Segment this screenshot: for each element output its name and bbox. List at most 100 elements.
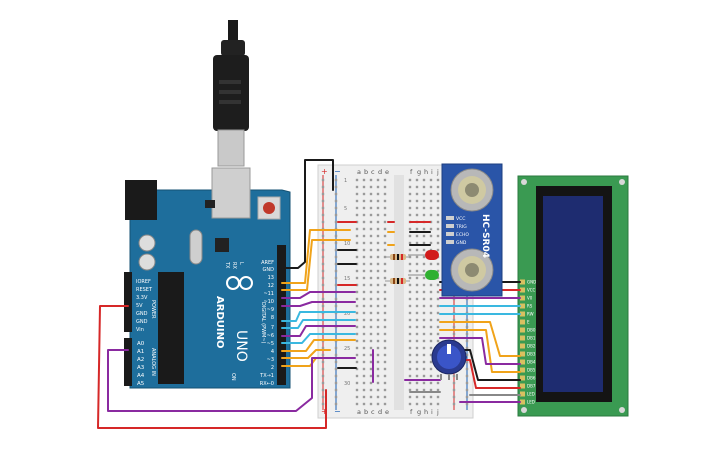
breadboard-hole[interactable] xyxy=(369,192,373,196)
breadboard-hole[interactable] xyxy=(465,395,469,399)
breadboard-hole[interactable] xyxy=(436,185,440,189)
breadboard-hole[interactable] xyxy=(355,276,359,280)
breadboard-hole[interactable] xyxy=(376,325,380,329)
breadboard-hole[interactable] xyxy=(415,374,419,378)
breadboard-hole[interactable] xyxy=(362,325,366,329)
breadboard-hole[interactable] xyxy=(408,346,412,350)
breadboard-hole[interactable] xyxy=(429,388,433,392)
breadboard-hole[interactable] xyxy=(355,339,359,343)
breadboard-hole[interactable] xyxy=(321,269,325,273)
breadboard-hole[interactable] xyxy=(369,346,373,350)
breadboard-hole[interactable] xyxy=(362,185,366,189)
breadboard-hole[interactable] xyxy=(415,388,419,392)
breadboard-hole[interactable] xyxy=(321,185,325,189)
breadboard-hole[interactable] xyxy=(436,290,440,294)
breadboard-hole[interactable] xyxy=(376,255,380,259)
breadboard-hole[interactable] xyxy=(369,255,373,259)
breadboard-hole[interactable] xyxy=(408,325,412,329)
breadboard-hole[interactable] xyxy=(369,269,373,273)
breadboard-hole[interactable] xyxy=(408,402,412,406)
breadboard-hole[interactable] xyxy=(422,227,426,231)
breadboard-hole[interactable] xyxy=(362,178,366,182)
breadboard-hole[interactable] xyxy=(376,178,380,182)
breadboard-hole[interactable] xyxy=(408,269,412,273)
breadboard-hole[interactable] xyxy=(321,178,325,182)
breadboard-hole[interactable] xyxy=(376,269,380,273)
breadboard-hole[interactable] xyxy=(376,248,380,252)
breadboard-hole[interactable] xyxy=(369,367,373,371)
breadboard-hole[interactable] xyxy=(383,304,387,308)
lcd-pin[interactable] xyxy=(520,375,525,381)
breadboard-hole[interactable] xyxy=(369,395,373,399)
breadboard-hole[interactable] xyxy=(429,241,433,245)
breadboard-hole[interactable] xyxy=(429,213,433,217)
breadboard-hole[interactable] xyxy=(362,248,366,252)
breadboard-hole[interactable] xyxy=(355,290,359,294)
breadboard-hole[interactable] xyxy=(376,199,380,203)
breadboard-hole[interactable] xyxy=(383,206,387,210)
breadboard-hole[interactable] xyxy=(429,332,433,336)
breadboard-hole[interactable] xyxy=(355,227,359,231)
breadboard-hole[interactable] xyxy=(415,199,419,203)
breadboard-hole[interactable] xyxy=(415,185,419,189)
breadboard-hole[interactable] xyxy=(415,241,419,245)
breadboard-hole[interactable] xyxy=(465,346,469,350)
breadboard-hole[interactable] xyxy=(362,192,366,196)
breadboard-hole[interactable] xyxy=(376,353,380,357)
breadboard-hole[interactable] xyxy=(355,199,359,203)
breadboard-hole[interactable] xyxy=(422,402,426,406)
breadboard-hole[interactable] xyxy=(422,276,426,280)
breadboard-hole[interactable] xyxy=(408,227,412,231)
resistor-2[interactable] xyxy=(385,278,410,284)
breadboard-hole[interactable] xyxy=(376,192,380,196)
breadboard-hole[interactable] xyxy=(408,178,412,182)
breadboard-hole[interactable] xyxy=(321,262,325,266)
breadboard-hole[interactable] xyxy=(422,213,426,217)
hc-sr04-sensor[interactable]: VCC TRIG ECHO GND HC-SR04 xyxy=(441,163,503,297)
breadboard-hole[interactable] xyxy=(436,304,440,308)
breadboard-hole[interactable] xyxy=(376,220,380,224)
breadboard-hole[interactable] xyxy=(422,290,426,294)
breadboard-hole[interactable] xyxy=(383,283,387,287)
breadboard-hole[interactable] xyxy=(408,248,412,252)
breadboard-hole[interactable] xyxy=(334,199,338,203)
breadboard-hole[interactable] xyxy=(436,248,440,252)
breadboard-hole[interactable] xyxy=(369,185,373,189)
breadboard-hole[interactable] xyxy=(369,360,373,364)
breadboard-hole[interactable] xyxy=(376,402,380,406)
breadboard-hole[interactable] xyxy=(355,269,359,273)
breadboard-hole[interactable] xyxy=(465,332,469,336)
breadboard-hole[interactable] xyxy=(334,178,338,182)
breadboard-hole[interactable] xyxy=(436,283,440,287)
breadboard-hole[interactable] xyxy=(369,311,373,315)
breadboard-hole[interactable] xyxy=(415,178,419,182)
breadboard-hole[interactable] xyxy=(362,367,366,371)
breadboard-hole[interactable] xyxy=(383,402,387,406)
breadboard-hole[interactable] xyxy=(355,213,359,217)
breadboard-hole[interactable] xyxy=(415,353,419,357)
breadboard-hole[interactable] xyxy=(422,395,426,399)
led-green[interactable] xyxy=(408,270,439,280)
breadboard-hole[interactable] xyxy=(415,346,419,350)
breadboard-hole[interactable] xyxy=(376,367,380,371)
breadboard-hole[interactable] xyxy=(429,402,433,406)
breadboard-hole[interactable] xyxy=(355,178,359,182)
breadboard-hole[interactable] xyxy=(355,360,359,364)
breadboard-hole[interactable] xyxy=(376,318,380,322)
breadboard-hole[interactable] xyxy=(376,241,380,245)
breadboard-hole[interactable] xyxy=(429,367,433,371)
breadboard-hole[interactable] xyxy=(321,255,325,259)
breadboard-hole[interactable] xyxy=(436,269,440,273)
lcd-pin[interactable] xyxy=(520,311,525,317)
breadboard-hole[interactable] xyxy=(422,192,426,196)
breadboard-hole[interactable] xyxy=(429,206,433,210)
breadboard-hole[interactable] xyxy=(362,213,366,217)
breadboard-hole[interactable] xyxy=(362,353,366,357)
breadboard-hole[interactable] xyxy=(355,297,359,301)
breadboard-hole[interactable] xyxy=(415,255,419,259)
breadboard-hole[interactable] xyxy=(334,234,338,238)
breadboard-hole[interactable] xyxy=(429,318,433,322)
breadboard-hole[interactable] xyxy=(429,311,433,315)
breadboard-hole[interactable] xyxy=(362,255,366,259)
breadboard-hole[interactable] xyxy=(429,185,433,189)
